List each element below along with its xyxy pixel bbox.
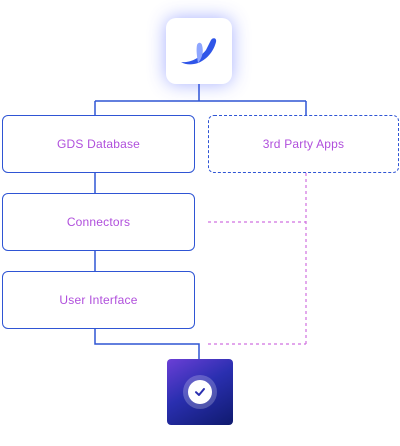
node-connectors: Connectors (2, 193, 195, 251)
checkmark-icon (195, 388, 205, 396)
node-third-party-apps-label: 3rd Party Apps (262, 137, 345, 151)
brand-logo-icon (181, 38, 217, 65)
ui-to-badge-line (94, 329, 200, 359)
node-gds-database: GDS Database (2, 115, 195, 173)
bottom-badge-tile (167, 359, 233, 425)
check-badge-icon (188, 380, 212, 404)
node-user-interface-label: User Interface (59, 293, 138, 307)
check-badge-ring (183, 375, 217, 409)
node-user-interface: User Interface (2, 271, 195, 329)
node-gds-database-label: GDS Database (56, 137, 141, 151)
node-connectors-label: Connectors (66, 215, 131, 229)
node-third-party-apps: 3rd Party Apps (208, 115, 399, 173)
top-logo-tile (166, 18, 232, 84)
